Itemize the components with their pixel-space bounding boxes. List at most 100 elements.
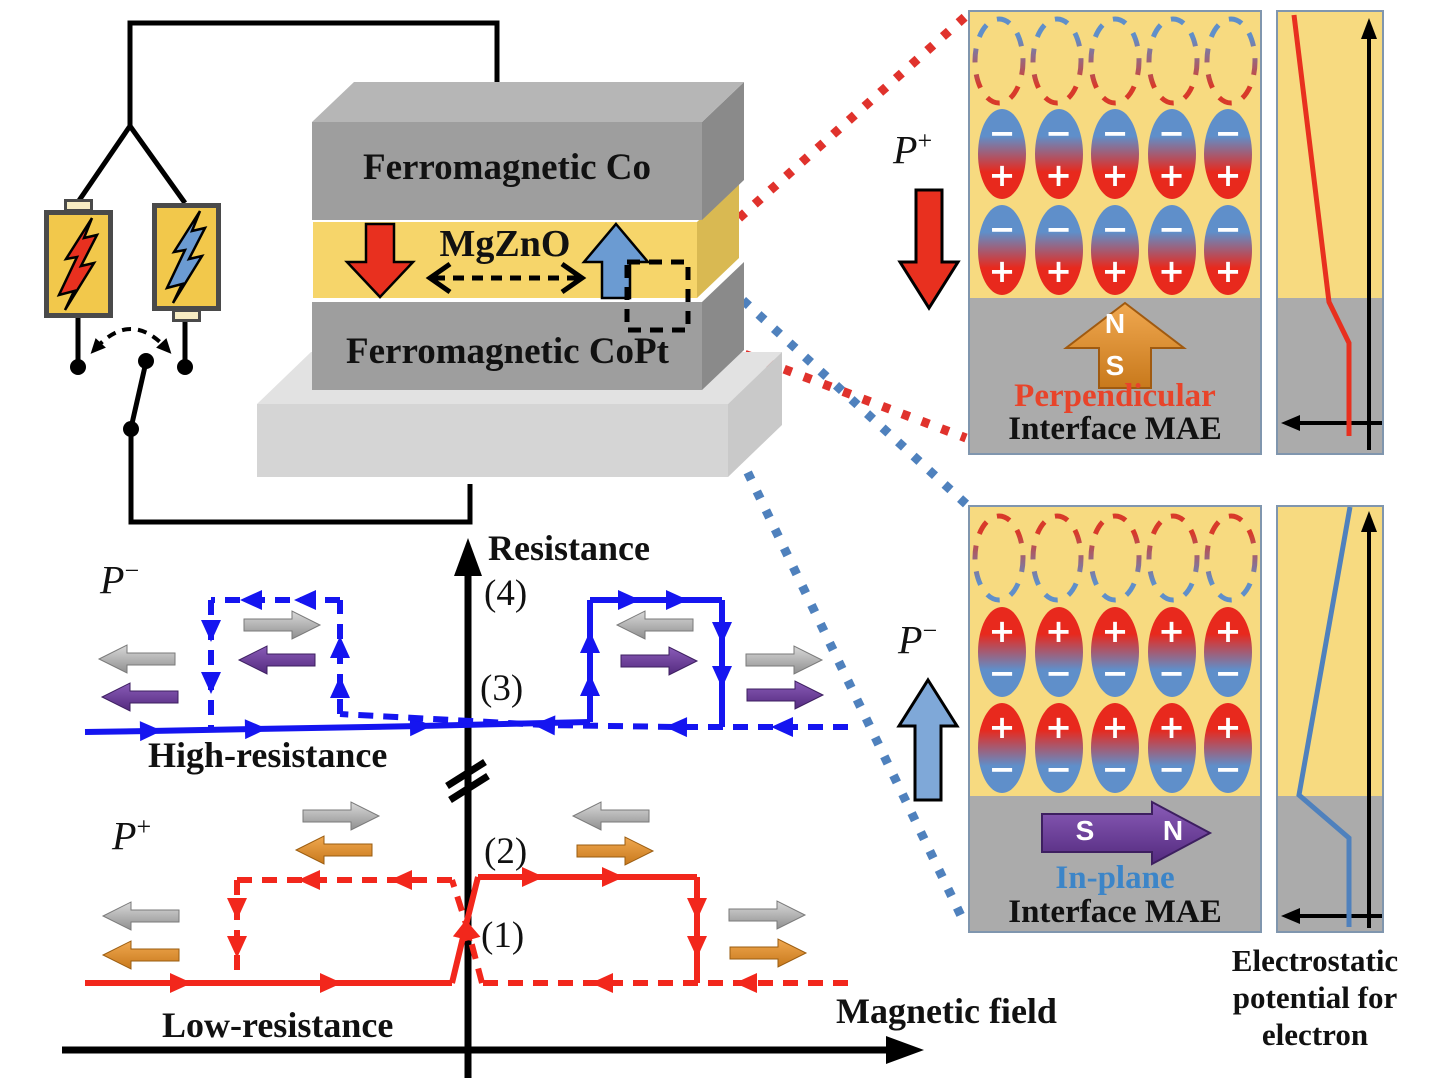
negative-charge: − — [1214, 750, 1242, 788]
copt-layer-front — [312, 302, 702, 390]
negative-charge: − — [1101, 210, 1129, 248]
red-battery[interactable] — [44, 210, 113, 318]
copt-layer-side — [702, 262, 744, 390]
negative-charge: − — [1101, 114, 1129, 152]
dipole: + − — [1147, 607, 1196, 697]
anisotropy-label: Perpendicular — [1014, 378, 1216, 414]
negative-charge: − — [1045, 114, 1072, 152]
blue-battery[interactable] — [152, 203, 221, 311]
low-resistance-label: Low-resistance — [162, 1005, 394, 1045]
perpendicular-interface-panel: − + − + − + − + − + − + − + — [968, 10, 1262, 455]
dipole: − + — [1034, 205, 1083, 295]
positive-charge: + — [1101, 708, 1129, 746]
inplane-double-arrow-icon — [425, 261, 587, 295]
positive-charge: + — [1045, 252, 1072, 290]
p-minus-up-arrow-icon — [896, 677, 960, 802]
negative-charge: − — [1158, 114, 1185, 152]
dipole: − + — [1204, 205, 1252, 295]
y-axis-label: Resistance — [488, 528, 650, 568]
negative-charge: − — [1158, 750, 1185, 788]
dipole: − + — [1091, 109, 1139, 199]
negative-charge: − — [1214, 114, 1242, 152]
dipole: − + — [1147, 205, 1196, 295]
dipole: + − — [1204, 703, 1252, 793]
positive-charge: + — [1101, 252, 1129, 290]
dipole: − + — [1204, 109, 1252, 199]
state-marker-4: (4) — [484, 573, 528, 614]
negative-charge: − — [1214, 654, 1242, 692]
red-battery-terminal — [64, 199, 93, 212]
magnet-south-label: S — [1075, 815, 1095, 846]
state-marker-2: (2) — [484, 831, 528, 872]
circuit-terminals — [70, 353, 193, 437]
mgzno-layer-label: MgZnO — [439, 223, 571, 265]
positive-charge: + — [1158, 612, 1185, 650]
potential-curve-red — [1281, 14, 1382, 450]
positive-charge: + — [1214, 708, 1242, 746]
mgzno-layer-side — [697, 182, 739, 298]
positive-charge: + — [1101, 612, 1129, 650]
inplane-interface-panel: + − + − + − + − + − + − + − — [968, 505, 1262, 933]
dipole: + − — [978, 703, 1026, 793]
electrostatic-caption: Electrostatic potential for electron — [1231, 943, 1399, 1052]
dipole-row: + − + − + − + − + − — [970, 607, 1260, 702]
negative-charge: − — [988, 114, 1016, 152]
negative-charge: − — [988, 210, 1016, 248]
state-marker-1: (1) — [481, 915, 525, 956]
negative-charge: − — [1045, 654, 1072, 692]
dipole: + − — [1034, 703, 1083, 793]
high-resistance-label: High-resistance — [148, 735, 388, 775]
potential-curve-blue — [1281, 507, 1382, 928]
negative-charge: − — [1045, 750, 1072, 788]
positive-charge: + — [1158, 252, 1185, 290]
positive-charge: + — [1214, 156, 1242, 194]
co-layer-top — [312, 82, 744, 122]
inplane-magnet-arrow-icon — [1041, 800, 1213, 866]
positive-charge: + — [1101, 156, 1129, 194]
graph-p-minus-label: P− — [100, 556, 140, 603]
potential-plot-inplane — [1276, 505, 1384, 933]
negative-charge: − — [1158, 654, 1185, 692]
panel-p-minus-label: P− — [898, 616, 938, 663]
dipole: − + — [978, 109, 1026, 199]
blue-battery-terminal — [172, 309, 201, 322]
positive-charge: + — [1158, 708, 1185, 746]
interface-mae-label: Interface MAE — [1008, 411, 1222, 447]
positive-charge: + — [988, 252, 1016, 290]
negative-charge: − — [1158, 210, 1185, 248]
polarization-down-arrow-icon — [344, 222, 416, 299]
p-plus-down-arrow-icon — [897, 188, 961, 311]
dipole: + − — [1204, 607, 1252, 697]
negative-charge: − — [1101, 750, 1129, 788]
negative-charge: − — [988, 654, 1016, 692]
graph-p-plus-label: P+ — [112, 812, 152, 859]
dipole-row: − + − + − + − + − + — [970, 205, 1260, 300]
positive-charge: + — [1158, 156, 1185, 194]
dipole: + − — [1091, 703, 1139, 793]
interface-zoom-box — [624, 259, 691, 333]
negative-charge: − — [1101, 654, 1129, 692]
dipole: + − — [1147, 703, 1196, 793]
axis-break-icon — [445, 759, 490, 803]
circuit-wires — [75, 20, 500, 525]
positive-charge: + — [1045, 612, 1072, 650]
interface-mae-label: Interface MAE — [1008, 894, 1222, 930]
negative-charge: − — [988, 750, 1016, 788]
perpendicular-magnet-arrow-icon — [1063, 301, 1187, 389]
positive-charge: + — [1214, 252, 1242, 290]
dashed-dipole-row — [972, 16, 1258, 106]
co-layer-front — [312, 122, 702, 220]
dipole: + − — [978, 607, 1026, 697]
switch-toggle-arc-icon[interactable] — [90, 327, 172, 354]
red-bolt-icon — [56, 217, 100, 311]
x-axis-label: Magnetic field — [836, 991, 1057, 1031]
blue-bolt-icon — [164, 210, 208, 304]
positive-charge: + — [988, 708, 1016, 746]
positive-charge: + — [1045, 156, 1072, 194]
magnet-north-label: N — [1104, 308, 1126, 339]
magnet-south-label: S — [1105, 350, 1125, 381]
state-marker-3: (3) — [480, 668, 524, 709]
negative-charge: − — [1045, 210, 1072, 248]
dipole: − + — [1147, 109, 1196, 199]
